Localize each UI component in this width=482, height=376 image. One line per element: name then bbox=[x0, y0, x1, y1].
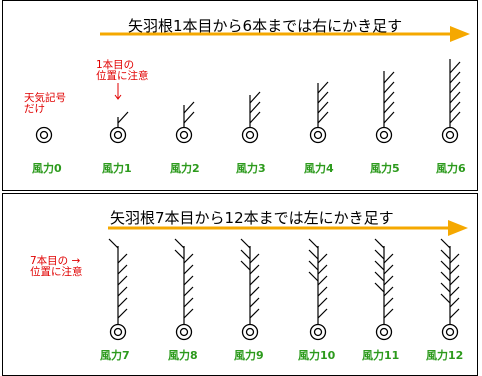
note-weather-line-1: 天気記号 bbox=[24, 92, 66, 104]
note-first-pointer bbox=[114, 83, 122, 100]
note-weather-line-2: だけ bbox=[24, 103, 45, 115]
station-force-7 bbox=[108, 238, 128, 341]
label-force-9: 風力9 bbox=[234, 349, 264, 362]
note-seventh-barb: 7本目の → 位置に注意 bbox=[30, 256, 83, 278]
label-force-3: 風力3 bbox=[236, 162, 266, 175]
label-force-0: 風力0 bbox=[32, 162, 62, 175]
top-direction-arrow bbox=[100, 26, 470, 42]
station-force-0 bbox=[35, 126, 53, 144]
station-force-1 bbox=[109, 111, 129, 144]
label-force-1: 風力1 bbox=[102, 162, 132, 175]
label-force-7: 風力7 bbox=[100, 349, 130, 362]
station-force-2 bbox=[175, 101, 195, 144]
note-seventh-line-2: 位置に注意 bbox=[30, 266, 83, 278]
label-force-2: 風力2 bbox=[170, 162, 200, 175]
label-force-4: 風力4 bbox=[304, 162, 334, 175]
label-force-11: 風力11 bbox=[362, 349, 400, 362]
top-panel-header: 矢羽根1本目から6本までは右にかき足す bbox=[128, 17, 403, 35]
note-first-barb: 1本目の 位置に注意 bbox=[96, 60, 149, 82]
station-force-5 bbox=[375, 71, 395, 144]
station-force-11 bbox=[374, 238, 394, 341]
label-force-6: 風力6 bbox=[436, 162, 466, 175]
station-force-9 bbox=[240, 238, 260, 341]
label-force-12: 風力12 bbox=[426, 349, 464, 362]
bottom-station-symbols bbox=[108, 238, 460, 341]
station-force-10 bbox=[308, 238, 328, 341]
station-force-8 bbox=[174, 238, 194, 341]
top-station-symbols bbox=[35, 59, 461, 144]
bottom-panel-header: 矢羽根7本目から12本までは左にかき足す bbox=[110, 209, 394, 227]
label-force-5: 風力5 bbox=[370, 162, 400, 175]
note-first-line-2: 位置に注意 bbox=[96, 70, 149, 82]
station-force-12 bbox=[440, 238, 460, 341]
note-seventh-line-1: 7本目の → bbox=[30, 255, 81, 267]
station-force-6 bbox=[441, 59, 461, 144]
label-force-8: 風力8 bbox=[168, 349, 198, 362]
bottom-direction-arrow bbox=[108, 220, 468, 236]
wind-force-panel-top bbox=[2, 0, 478, 191]
label-force-10: 風力10 bbox=[298, 349, 336, 362]
note-first-line-1: 1本目の bbox=[96, 59, 135, 71]
station-force-4 bbox=[309, 81, 329, 144]
note-weather-symbol: 天気記号 だけ bbox=[24, 93, 66, 115]
station-force-3 bbox=[241, 91, 261, 144]
